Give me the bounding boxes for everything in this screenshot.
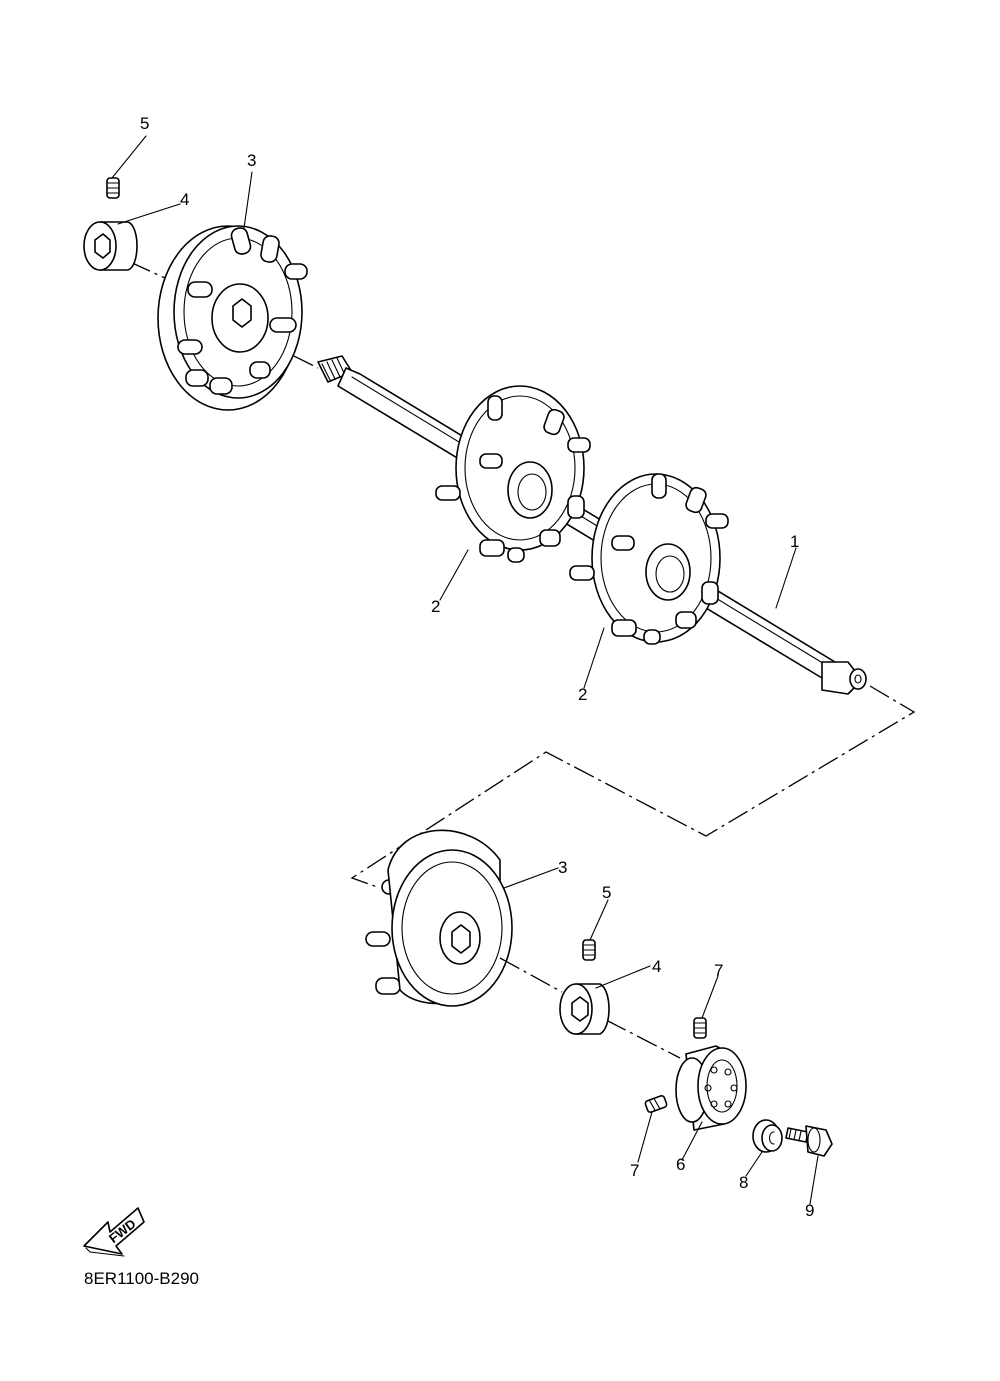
callout-7-upper: 7 bbox=[714, 961, 723, 980]
part-6-bearing bbox=[675, 1045, 747, 1131]
part-3-end-wheel-lower bbox=[365, 829, 513, 1007]
callout-3-upper: 3 bbox=[247, 151, 256, 170]
part-5-set-screw-lower bbox=[582, 939, 596, 961]
centerline-lower-b bbox=[605, 1019, 681, 1059]
callout-7-lower: 7 bbox=[630, 1161, 639, 1180]
callout-numbers: 5 4 3 1 2 2 3 5 4 7 7 6 8 9 bbox=[140, 114, 814, 1220]
callout-1: 1 bbox=[790, 532, 799, 551]
part-5-set-screw-upper bbox=[106, 177, 120, 199]
centerline-lower-a bbox=[499, 957, 563, 993]
leader-lines bbox=[111, 135, 819, 1205]
callout-5-lower: 5 bbox=[602, 883, 611, 902]
part-7-set-screw-upper bbox=[693, 1017, 707, 1039]
part-3-end-wheel-upper bbox=[157, 225, 308, 411]
callout-2-first: 2 bbox=[431, 597, 440, 616]
callout-4-lower: 4 bbox=[652, 957, 661, 976]
fwd-arrow: FWD bbox=[83, 1207, 145, 1257]
part-4-collar-lower bbox=[559, 983, 610, 1035]
callout-2-second: 2 bbox=[578, 685, 587, 704]
part-8-cap bbox=[752, 1119, 783, 1153]
part-9-bolt bbox=[785, 1125, 833, 1157]
part-2-sprocket-b bbox=[569, 473, 729, 645]
callout-6: 6 bbox=[676, 1155, 685, 1174]
part-4-collar-upper bbox=[83, 221, 138, 271]
callout-5-upper: 5 bbox=[140, 114, 149, 133]
callout-9: 9 bbox=[805, 1201, 814, 1220]
wheel-teeth bbox=[177, 227, 308, 395]
assembly-link-line bbox=[350, 685, 916, 889]
part-1-drive-shaft bbox=[317, 355, 867, 695]
callout-8: 8 bbox=[739, 1173, 748, 1192]
callout-3-lower: 3 bbox=[558, 858, 567, 877]
diagram-code: 8ER1100-B290 bbox=[84, 1269, 199, 1288]
part-2-sprocket-a bbox=[435, 385, 591, 563]
part-7-set-screw-lower bbox=[644, 1094, 668, 1114]
centerline-upper-left bbox=[129, 261, 166, 279]
callout-4-upper: 4 bbox=[180, 190, 189, 209]
